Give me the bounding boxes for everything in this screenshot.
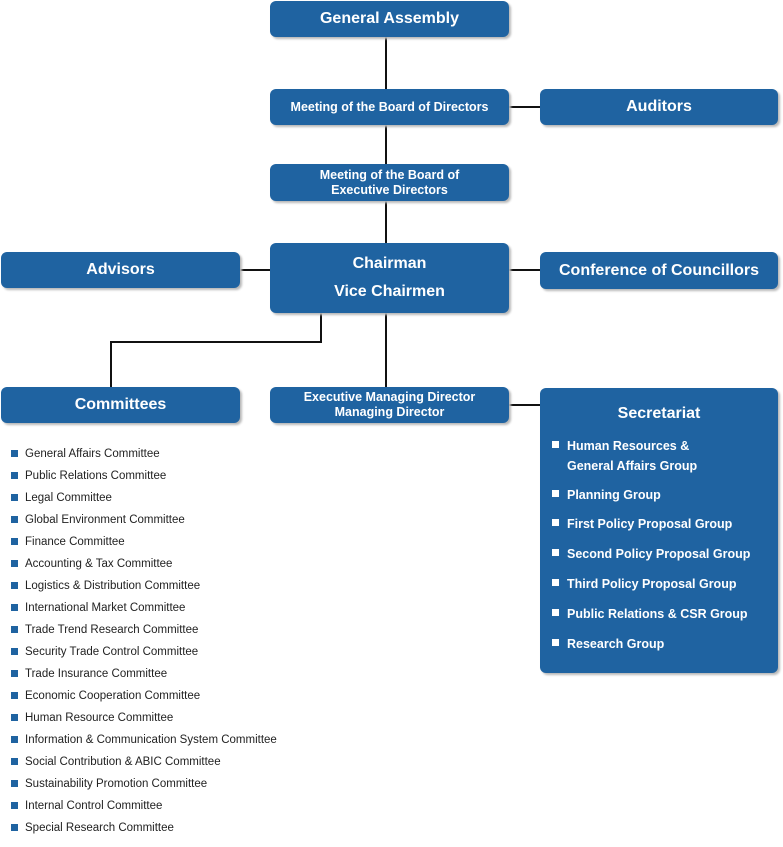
committee-item: Economic Cooperation Committee — [11, 689, 200, 703]
bullet-square-icon — [11, 626, 18, 633]
committee-item: Public Relations Committee — [11, 469, 166, 483]
executive-board-box: Meeting of the Board of Executive Direct… — [270, 164, 509, 201]
secretariat-group-item: Research Group — [552, 634, 664, 654]
bullet-square-icon — [11, 450, 18, 457]
committee-item: Security Trade Control Committee — [11, 645, 198, 659]
committee-item: Finance Committee — [11, 535, 125, 549]
bullet-square-icon — [11, 802, 18, 809]
committee-item: Human Resource Committee — [11, 711, 173, 725]
connector-board-auditors — [508, 106, 541, 108]
committee-item: Legal Committee — [11, 491, 112, 505]
executive-md-box: Executive Managing Director Managing Dir… — [270, 387, 509, 423]
bullet-square-icon — [11, 582, 18, 589]
bullet-square-icon — [11, 758, 18, 765]
committee-item: Logistics & Distribution Committee — [11, 579, 200, 593]
committee-item: Internal Control Committee — [11, 799, 162, 813]
bullet-square-icon — [552, 549, 559, 556]
bullet-square-icon — [552, 441, 559, 448]
auditors-label: Auditors — [626, 98, 692, 116]
executive-board-label-line1: Meeting of the Board of — [319, 167, 460, 182]
committee-item: International Market Committee — [11, 601, 185, 615]
bullet-square-icon — [11, 516, 18, 523]
committee-item: Trade Trend Research Committee — [11, 623, 198, 637]
secretariat-group-item: First Policy Proposal Group — [552, 514, 732, 534]
secretariat-group-item: Human Resources & General Affairs Group — [552, 436, 697, 476]
bullet-square-icon — [11, 538, 18, 545]
committee-item: Trade Insurance Committee — [11, 667, 167, 681]
committee-item: Information & Communication System Commi… — [11, 733, 277, 747]
board-of-directors-box: Meeting of the Board of Directors — [270, 89, 509, 125]
secretariat-box: Secretariat Human Resources & General Af… — [540, 388, 778, 673]
bullet-square-icon — [552, 639, 559, 646]
secretariat-group-item: Public Relations & CSR Group — [552, 604, 748, 624]
bullet-square-icon — [11, 494, 18, 501]
bullet-square-icon — [552, 579, 559, 586]
committee-item: Sustainability Promotion Committee — [11, 777, 207, 791]
connector-executive-secretariat — [508, 404, 541, 406]
executive-board-label-line2: Executive Directors — [331, 182, 448, 197]
conference-box: Conference of Councillors — [540, 252, 778, 289]
bullet-square-icon — [11, 472, 18, 479]
committee-item: Social Contribution & ABIC Committee — [11, 755, 221, 769]
committees-box: Committees — [1, 387, 240, 423]
connector-chairman-executive-md — [385, 313, 387, 387]
committee-item: Special Research Committee — [11, 821, 174, 835]
bullet-square-icon — [11, 560, 18, 567]
executive-md-label-line2: Managing Director — [334, 405, 445, 419]
bullet-square-icon — [11, 714, 18, 721]
bullet-square-icon — [11, 604, 18, 611]
executive-md-label-line1: Executive Managing Director — [303, 390, 476, 404]
advisors-label: Advisors — [86, 261, 155, 279]
connector-chairman-committees-v1 — [320, 313, 322, 343]
conference-label: Conference of Councillors — [558, 261, 760, 279]
secretariat-group-item: Third Policy Proposal Group — [552, 574, 736, 594]
committee-item: Accounting & Tax Committee — [11, 557, 172, 571]
committee-item: Global Environment Committee — [11, 513, 185, 527]
chairman-box: Chairman Vice Chairmen — [270, 243, 509, 313]
bullet-square-icon — [552, 519, 559, 526]
bullet-square-icon — [11, 736, 18, 743]
general-assembly-box: General Assembly — [270, 1, 509, 37]
committees-label: Committees — [74, 396, 167, 414]
secretariat-group-item: Planning Group — [552, 485, 661, 505]
connector-chairman-conference — [508, 269, 541, 271]
secretariat-group-item: Second Policy Proposal Group — [552, 544, 750, 564]
secretariat-title: Secretariat — [617, 405, 701, 422]
committee-item: General Affairs Committee — [11, 447, 160, 461]
bullet-square-icon — [11, 824, 18, 831]
advisors-box: Advisors — [1, 252, 240, 288]
board-of-directors-label: Meeting of the Board of Directors — [290, 99, 489, 114]
general-assembly-label: General Assembly — [319, 10, 460, 28]
connector-chairman-committees-v2 — [110, 341, 112, 387]
bullet-square-icon — [552, 490, 559, 497]
chairman-label: Chairman — [352, 255, 427, 272]
connector-assembly-chairman — [385, 36, 387, 244]
bullet-square-icon — [11, 780, 18, 787]
bullet-square-icon — [11, 692, 18, 699]
vice-chairmen-label: Vice Chairmen — [334, 283, 445, 300]
connector-chairman-committees-h — [110, 341, 322, 343]
connector-advisors-chairman — [239, 269, 271, 271]
bullet-square-icon — [552, 609, 559, 616]
auditors-box: Auditors — [540, 89, 778, 125]
bullet-square-icon — [11, 670, 18, 677]
bullet-square-icon — [11, 648, 18, 655]
